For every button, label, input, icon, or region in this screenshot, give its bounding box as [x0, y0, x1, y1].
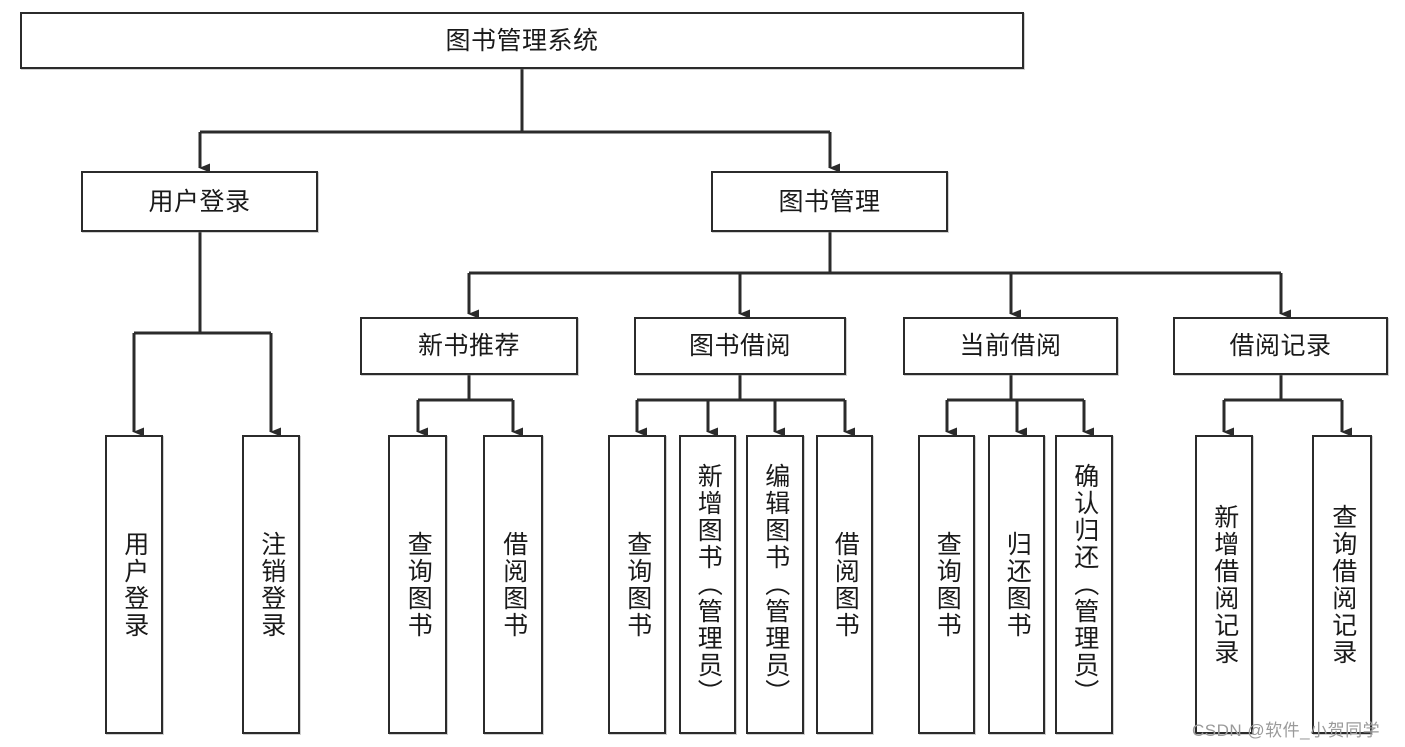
node-label: 借阅图书 [499, 530, 528, 639]
node-newbook[interactable]: 新书推荐 [360, 317, 578, 375]
node-label: 借阅记录 [1229, 332, 1332, 360]
node-label: 查询图书 [933, 530, 962, 639]
node-label: 查询图书 [404, 530, 433, 639]
node-label: 确认归还（管理员） [1070, 463, 1099, 706]
node-root[interactable]: 图书管理系统 [20, 12, 1024, 69]
node-current[interactable]: 当前借阅 [903, 317, 1118, 375]
node-leaf12[interactable]: 新增借阅记录 [1195, 435, 1253, 734]
node-label: 查询借阅记录 [1328, 503, 1357, 666]
node-leaf2[interactable]: 注销登录 [242, 435, 300, 734]
edge-group [132, 69, 1352, 437]
node-leaf1[interactable]: 用户登录 [105, 435, 163, 734]
node-leaf5[interactable]: 查询图书 [608, 435, 666, 734]
node-leaf7[interactable]: 编辑图书（管理员） [746, 435, 804, 734]
node-leaf8[interactable]: 借阅图书 [816, 435, 873, 734]
node-label: 用户登录 [120, 530, 149, 639]
node-leaf10[interactable]: 归还图书 [988, 435, 1045, 734]
node-label: 图书管理 [778, 187, 881, 216]
node-label: 归还图书 [1003, 530, 1032, 639]
node-leaf4[interactable]: 借阅图书 [483, 435, 543, 734]
node-bookmgmt[interactable]: 图书管理 [711, 171, 948, 232]
node-label: 注销登录 [257, 530, 286, 639]
watermark-label: CSDN @软件_小贺同学 [1192, 721, 1381, 740]
node-label: 新增借阅记录 [1210, 503, 1239, 666]
node-borrow[interactable]: 图书借阅 [634, 317, 846, 375]
node-login[interactable]: 用户登录 [81, 171, 318, 232]
node-records[interactable]: 借阅记录 [1173, 317, 1388, 375]
node-label: 新增图书（管理员） [694, 463, 723, 706]
node-leaf11[interactable]: 确认归还（管理员） [1055, 435, 1113, 734]
node-leaf3[interactable]: 查询图书 [388, 435, 447, 734]
node-label: 用户登录 [148, 187, 251, 216]
node-leaf6[interactable]: 新增图书（管理员） [679, 435, 736, 734]
node-label: 查询图书 [623, 530, 652, 639]
node-label: 借阅图书 [831, 530, 860, 639]
node-label: 当前借阅 [959, 332, 1062, 360]
node-leaf9[interactable]: 查询图书 [918, 435, 975, 734]
node-label: 图书借阅 [688, 332, 791, 360]
node-leaf13[interactable]: 查询借阅记录 [1312, 435, 1372, 734]
node-label: 新书推荐 [417, 332, 520, 360]
node-label: 图书管理系统 [445, 26, 599, 55]
node-label: 编辑图书（管理员） [761, 463, 790, 706]
